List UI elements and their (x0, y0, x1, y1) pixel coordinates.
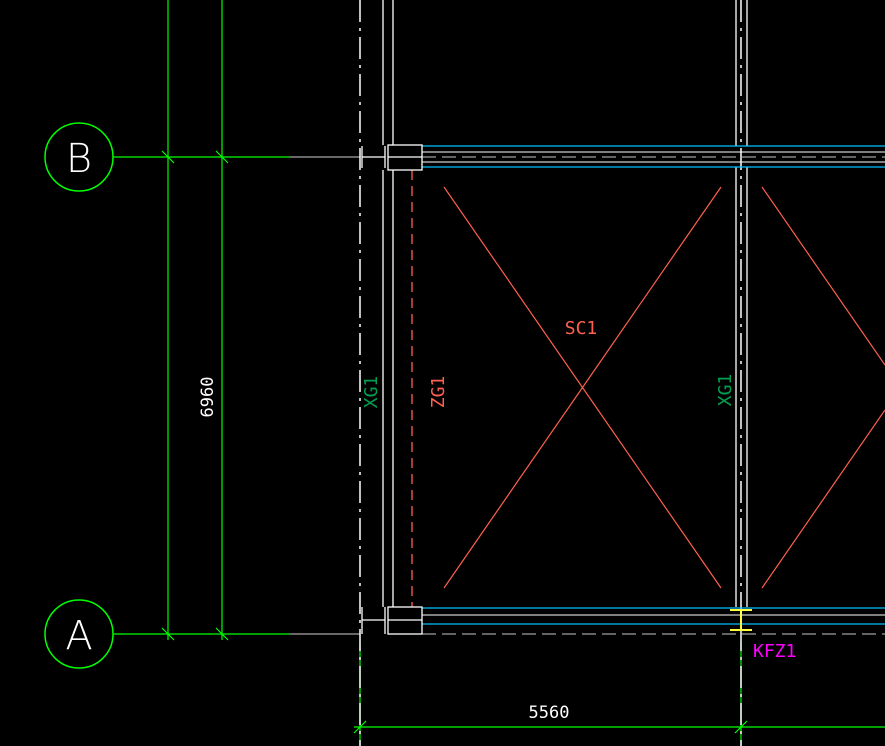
kfz1-base-plate[interactable] (730, 609, 752, 631)
bracing-sc1[interactable] (443, 186, 722, 589)
axis-bubble-a-label: A (65, 613, 92, 659)
column-connection-a[interactable] (361, 606, 423, 635)
zg1-label[interactable]: ZG1 (428, 376, 449, 409)
bracing-diagonal-2 (443, 186, 722, 589)
beam-axis-a[interactable] (422, 607, 885, 635)
dim-tick-a-outer (161, 627, 175, 641)
bracing-next-diagonal-1 (761, 186, 885, 366)
right-column-member[interactable] (735, 0, 748, 607)
dim-tick-b-inner (215, 150, 229, 164)
vertical-dimension-label: 6960 (198, 377, 218, 418)
axis-bubble-b-label: B (66, 136, 92, 182)
axis-bubble-a-circle (44, 599, 114, 669)
kfz1-label[interactable]: KFZ1 (753, 641, 796, 662)
bracing-next-diagonal-2 (761, 409, 885, 589)
dim-tick-a-inner (215, 627, 229, 641)
axis-bubble-b[interactable]: B (44, 122, 114, 192)
sc1-label[interactable]: SC1 (565, 318, 598, 339)
column-connection-b[interactable] (361, 144, 423, 171)
horizontal-dimension-label: 5560 (529, 703, 570, 723)
xg1-left-label[interactable]: XG1 (361, 376, 382, 409)
dim-tick-right (734, 720, 748, 734)
axis-bubble-a[interactable]: A (44, 599, 114, 669)
grid-axis-lines (290, 156, 360, 635)
dim-tick-left (353, 720, 367, 734)
left-column-member[interactable] (382, 0, 394, 607)
beam-axis-b[interactable] (422, 145, 885, 168)
xg1-right-label[interactable]: XG1 (715, 374, 736, 407)
dimension-lines (113, 0, 885, 746)
axis-bubble-b-circle (44, 122, 114, 192)
bracing-next-bay[interactable] (761, 186, 885, 589)
dim-tick-b-outer (161, 150, 175, 164)
